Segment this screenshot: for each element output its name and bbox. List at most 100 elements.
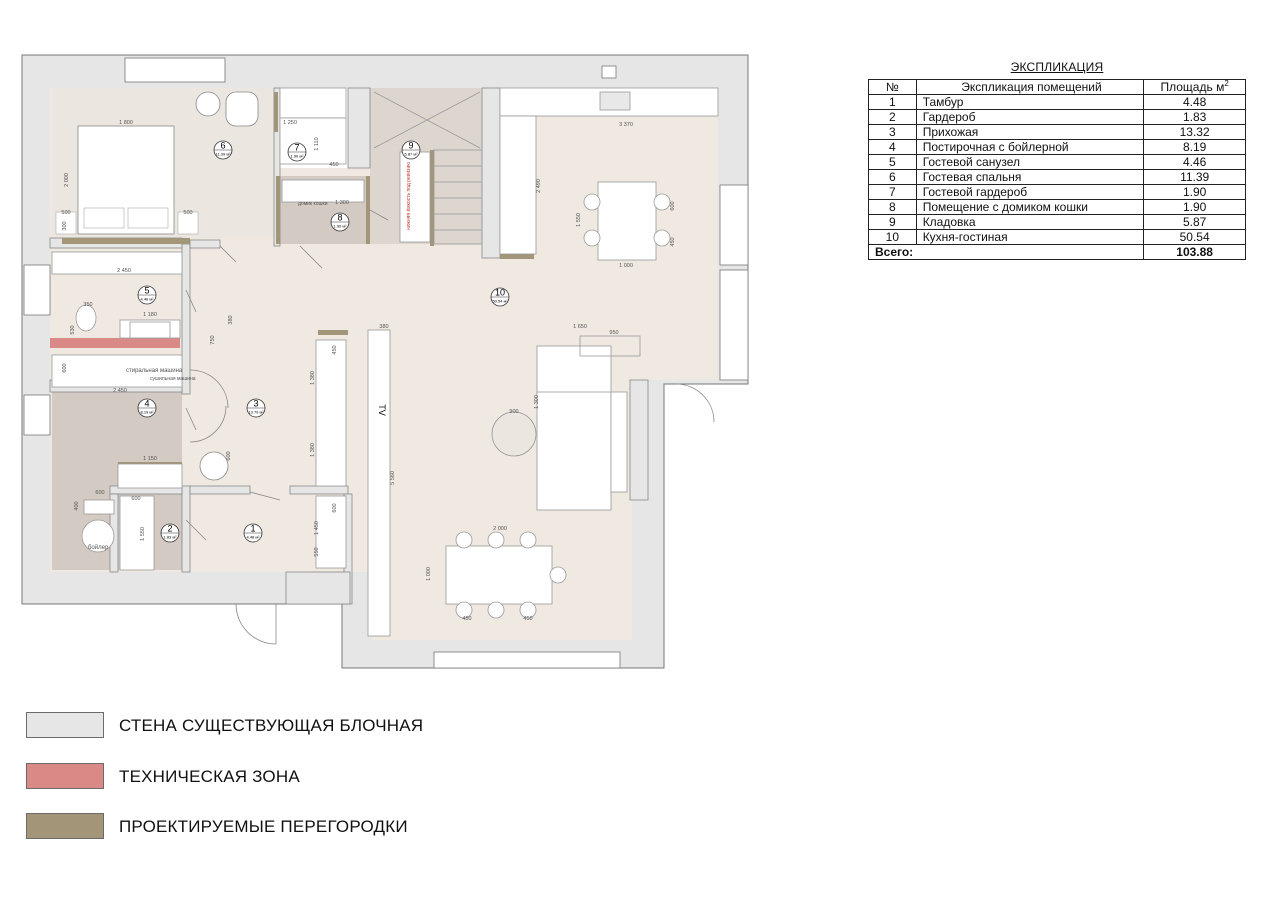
room-marker-5: 54.46 м²: [137, 286, 157, 305]
row-num: 9: [868, 214, 917, 230]
room-marker-8: 81.90 м²: [330, 213, 350, 232]
explication-header-row: № Экспликация помещений Площадь м2: [868, 79, 1246, 95]
row-name: Гостевая спальня: [915, 169, 1145, 185]
dimension-label: 950: [609, 330, 618, 336]
staircase: [373, 91, 483, 245]
legend-item-existing-wall: СТЕНА СУЩЕСТВУЮЩАЯ БЛОЧНАЯ: [26, 712, 486, 738]
row-area: 1.90: [1143, 184, 1246, 200]
row-area: 1.83: [1143, 109, 1246, 125]
total-value: 103.88: [1143, 244, 1246, 260]
dimension-label: 600: [131, 496, 140, 502]
row-area: 11.39: [1143, 169, 1246, 185]
row-name: Кладовка: [915, 214, 1145, 230]
dimension-label: 450: [462, 616, 471, 622]
row-name: Кухня-гостиная: [915, 229, 1145, 245]
dimension-label: 1 380: [310, 443, 316, 457]
legend-label-new-partitions: ПРОЕКТИРУЕМЫЕ ПЕРЕГОРОДКИ: [119, 817, 408, 836]
bed: [55, 125, 199, 235]
row-name: Гостевой санузел: [915, 154, 1145, 170]
room-marker-area: 4.46 м²: [141, 297, 155, 302]
header-num: №: [868, 79, 917, 95]
row-num: 4: [868, 139, 917, 155]
row-name: Прихожая: [915, 124, 1145, 140]
dimension-label: 300: [62, 221, 68, 230]
dimension-label: 450: [670, 237, 676, 246]
room-marker-number: 2: [167, 524, 172, 534]
room-marker-area: 1.90 м²: [334, 224, 348, 229]
room-marker-6: 611.39 м²: [213, 141, 233, 160]
dimension-label: 1 380: [310, 371, 316, 385]
room-marker-number: 3: [253, 399, 258, 409]
room-marker-area: 13.79 м²: [248, 410, 264, 415]
row-num: 3: [868, 124, 917, 140]
dimension-label: 2 000: [493, 526, 507, 532]
dimension-label: 5 560: [390, 471, 396, 485]
washer-label: стиральная машина: [126, 368, 183, 374]
row-num: 5: [868, 154, 917, 170]
row-name: Постирочная с бойлерной: [915, 139, 1145, 155]
room-marker-9: 95.87 м²: [401, 141, 421, 160]
kitchen-counters: [499, 87, 719, 255]
row-num: 8: [868, 199, 917, 215]
room-marker-area: 4.48 м²: [247, 535, 261, 540]
dimension-label: 1 550: [140, 527, 146, 541]
dimension-label: 1 800: [119, 120, 133, 126]
room-marker-number: 5: [144, 286, 149, 296]
tv-label: TV: [377, 404, 387, 416]
row-name: Гардероб: [915, 109, 1145, 125]
dimension-label: 1 450: [314, 521, 320, 535]
row-name: Тамбур: [915, 94, 1145, 110]
dimension-label: 2 450: [117, 268, 131, 274]
cat-house-label: домик кошки: [298, 201, 328, 207]
room-marker-2: 21.83 м²: [160, 524, 180, 543]
room-marker-area: 5.87 м²: [405, 152, 419, 157]
dimension-label: 550: [314, 547, 320, 556]
row-area: 4.46: [1143, 154, 1246, 170]
header-area-sup: 2: [1224, 79, 1229, 88]
tv-unit: [367, 329, 391, 637]
dimension-label: 900: [509, 409, 518, 415]
total-label: Всего:: [868, 244, 917, 260]
room-marker-area: 8.19 м²: [141, 410, 155, 415]
legend-swatch-existing-wall: [26, 712, 104, 738]
technical-zone: [50, 338, 180, 348]
dimension-label: 400: [74, 501, 80, 510]
room-marker-1: 14.48 м²: [243, 524, 263, 543]
explication: ЭКСПЛИКАЦИЯ № Экспликация помещений Площ…: [868, 60, 1246, 260]
dimension-label: 380: [228, 315, 234, 324]
equipment-labels: стиральная машина сушильная машина бойле…: [88, 162, 412, 551]
doors: [185, 209, 715, 645]
dining-table: [445, 531, 567, 619]
dimension-label: 530: [70, 325, 76, 334]
legend-label-technical-zone: ТЕХНИЧЕСКАЯ ЗОНА: [119, 767, 300, 786]
dimension-label: 1 300: [335, 200, 349, 206]
dimension-label: 350: [83, 302, 92, 308]
boiler-label: бойлер: [88, 544, 109, 551]
dimension-label: 600: [95, 490, 104, 496]
dimension-label: 450: [329, 162, 338, 168]
armchairs: [195, 91, 259, 481]
row-num: 10: [868, 229, 917, 245]
row-num: 1: [868, 94, 917, 110]
row-num: 6: [868, 169, 917, 185]
dimension-label: 1 650: [573, 324, 587, 330]
dimension-label: 1 250: [283, 120, 297, 126]
room-marker-area: 1.90 м²: [291, 154, 305, 159]
dimension-label: 1 550: [576, 213, 582, 227]
dimension-label: 1 000: [619, 263, 633, 269]
windows: [23, 57, 749, 669]
row-name: Помещение с домиком кошки: [915, 199, 1145, 215]
dimension-label: 1 150: [143, 456, 157, 462]
room-marker-number: 8: [337, 213, 342, 223]
dimension-label: 750: [210, 335, 216, 344]
dimension-label: 2 490: [536, 179, 542, 193]
legend-item-technical-zone: ТЕХНИЧЕСКАЯ ЗОНА: [26, 763, 486, 789]
kitchen-table: [583, 181, 671, 261]
dimension-label: 3 370: [619, 122, 633, 128]
